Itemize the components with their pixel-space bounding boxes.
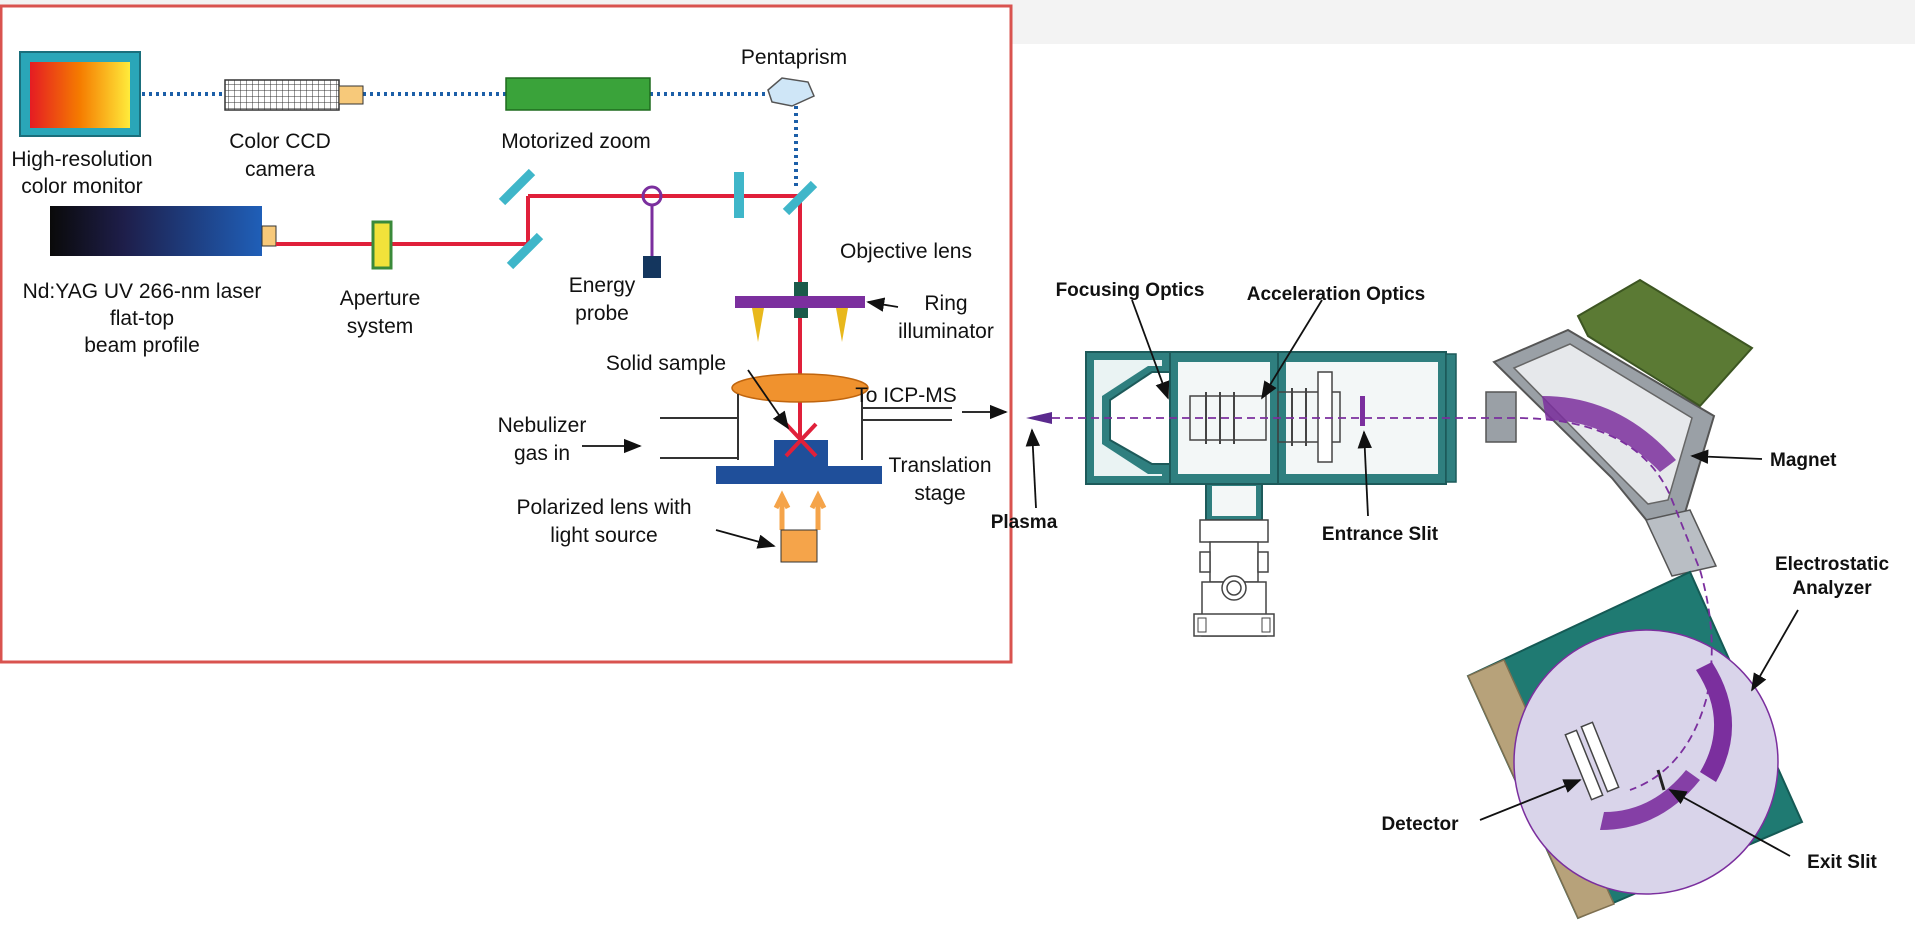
pentaprism xyxy=(767,77,815,107)
camera-label-2: camera xyxy=(245,158,315,181)
translation-label-1: Translation xyxy=(888,454,991,477)
polarized-label-2: light source xyxy=(550,524,657,547)
esa-housing xyxy=(1466,570,1804,920)
laser-label-1: Nd:YAG UV 266-nm laser xyxy=(23,280,262,303)
translation-label-2: stage xyxy=(914,482,965,505)
esa-label-1: Electrostatic xyxy=(1775,554,1889,575)
aperture-system xyxy=(371,220,393,270)
monitor-label-2: color monitor xyxy=(21,175,142,198)
pentaprism-label: Pentaprism xyxy=(741,46,847,69)
beam-splitter xyxy=(734,172,744,218)
right-leader-lines xyxy=(1025,299,1799,857)
vacuum-pump xyxy=(1193,483,1275,637)
entrance-slit xyxy=(1360,396,1365,426)
translation-stage xyxy=(716,466,882,484)
plasma-torch xyxy=(1026,412,1052,424)
mass-spectrometer: Focusing Optics Acceleration Optics Plas… xyxy=(991,278,1889,920)
nebulizer-label-1: Nebulizer xyxy=(498,414,587,437)
laser-label-2: flat-top xyxy=(110,307,174,330)
ccd-camera xyxy=(224,79,364,111)
polarized-light-source xyxy=(773,490,827,563)
steering-mirrors xyxy=(498,168,818,270)
ring-illuminator xyxy=(735,296,865,342)
optical-path-dotted xyxy=(142,92,798,190)
energy-probe xyxy=(641,185,663,278)
acceleration-optics-label: Acceleration Optics xyxy=(1247,284,1425,305)
esa-label-2: Analyzer xyxy=(1792,578,1872,599)
nebulizer-label-2: gas in xyxy=(514,442,570,465)
magnet-label: Magnet xyxy=(1770,450,1837,471)
icpms-label: To ICP-MS xyxy=(855,384,957,407)
entrance-slit-label: Entrance Slit xyxy=(1322,524,1439,545)
sample-label: Solid sample xyxy=(606,352,726,375)
aperture-label-1: Aperture xyxy=(340,287,421,310)
nd-yag-laser xyxy=(50,206,277,256)
zoom-label: Motorized zoom xyxy=(501,130,650,153)
ion-beam-path xyxy=(1052,417,1713,791)
energy-label-1: Energy xyxy=(569,274,636,297)
polarized-label-1: Polarized lens with xyxy=(516,496,691,519)
energy-label-2: probe xyxy=(575,302,629,325)
plasma-label: Plasma xyxy=(991,512,1058,533)
flight-tube xyxy=(1644,509,1718,577)
motorized-zoom xyxy=(505,77,651,111)
objective-label: Objective lens xyxy=(840,240,972,263)
ring-label-1: Ring xyxy=(924,292,967,315)
focusing-optics-label: Focusing Optics xyxy=(1056,280,1205,301)
laser-label-3: beam profile xyxy=(84,334,200,357)
laser-ablation-panel: High-resolution color monitor Color CCD … xyxy=(0,4,1013,664)
color-monitor xyxy=(19,51,141,137)
magnet-housing xyxy=(1485,328,1716,524)
exit-slit xyxy=(1656,769,1666,791)
camera-label-1: Color CCD xyxy=(229,130,331,153)
ring-label-2: illuminator xyxy=(898,320,994,343)
monitor-label-1: High-resolution xyxy=(11,148,152,171)
magnet-block xyxy=(1576,278,1754,408)
aperture-label-2: system xyxy=(347,315,414,338)
detector-label: Detector xyxy=(1381,814,1459,835)
left-leader-lines xyxy=(582,297,1008,549)
exit-slit-label: Exit Slit xyxy=(1807,852,1877,873)
